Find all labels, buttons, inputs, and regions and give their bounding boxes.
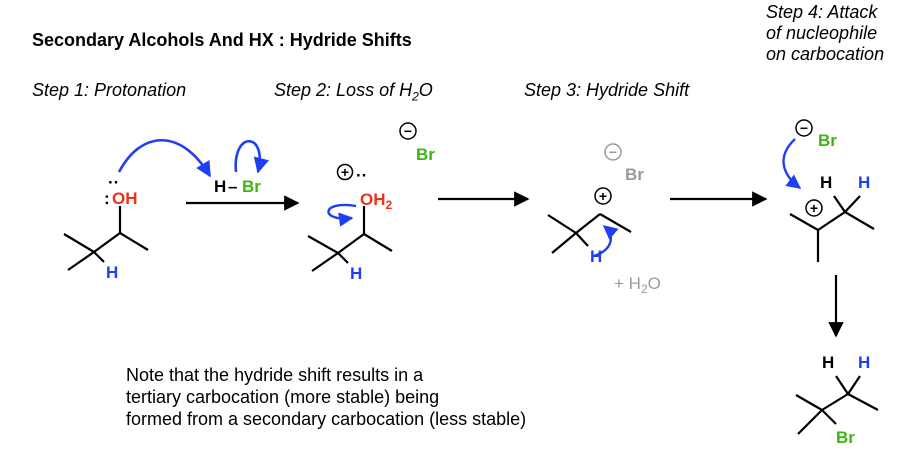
oxonium-lone-pair: ·· <box>356 166 367 185</box>
hbr-bond: – <box>228 177 237 196</box>
water-leaving-arrow <box>327 203 357 227</box>
step-4-line-2: of nucleophile <box>766 23 878 43</box>
product-skeleton <box>795 375 879 435</box>
step-2-text: Step 2: Loss of H <box>274 80 413 100</box>
note-line-3: formed from a secondary carbocation (les… <box>126 409 527 429</box>
note-line-2: tertiary carbocation (more stable) being <box>126 387 440 407</box>
secondary-carbocation: + H <box>547 187 632 266</box>
oxonium-skeleton <box>307 206 393 272</box>
step-3-label: Step 3: Hydride Shift <box>524 80 690 100</box>
gray-bromide-symbol: Br <box>625 165 644 184</box>
step-2-suffix: O <box>418 80 433 100</box>
gray-bromide-minus-sign: − <box>609 144 617 160</box>
step-4-label: Step 4: Attack of nucleophile on carboca… <box>766 2 884 65</box>
bromide-charge-circle <box>399 122 417 140</box>
step-4-line-1: Step 4: Attack <box>766 2 878 22</box>
nucleophile-minus-sign: − <box>800 120 808 136</box>
carbocation-plus-sign: + <box>599 188 607 204</box>
step-4-line-3: on carbocation <box>766 44 885 64</box>
oxonium-oh2: OH2 <box>360 190 393 212</box>
step-2-label: Step 2: Loss of H2O <box>274 80 433 108</box>
tertiary-plus-sign: + <box>810 200 818 216</box>
step-2-subscript: 2 <box>412 89 419 104</box>
alcohol-lone-pair-left: : <box>104 189 110 208</box>
nucleophilic-attack-arrow <box>782 138 802 189</box>
product-hydrogen-blue: H <box>858 353 870 372</box>
step-1-label: Step 1: Protonation <box>32 80 187 100</box>
bromide-minus-sign: − <box>404 123 412 139</box>
alkyl-bromide-product: H H Br <box>795 353 879 447</box>
oxonium-hydrogen: H <box>350 264 362 283</box>
bromide-ion-step-2: − Br <box>399 122 435 164</box>
hydride-shift-arrow <box>593 225 619 258</box>
nucleophile-charge-circle <box>795 119 813 137</box>
tertiary-carbocation: + H H <box>789 173 875 262</box>
tertiary-charge-circle <box>805 199 823 217</box>
hbr-hydrogen: H <box>214 177 226 196</box>
tertiary-hydrogen-blue: H <box>858 173 870 192</box>
carbocation-skeleton <box>547 213 632 254</box>
oxonium-plus-sign: + <box>341 164 349 180</box>
protonation-curved-arrow <box>117 138 212 178</box>
alcohol-hydrogen: H <box>106 263 118 282</box>
hbr-bromine: Br <box>242 177 261 196</box>
hbr-bond-breaking-arrow <box>234 140 269 174</box>
tertiary-hydrogen-black: H <box>820 173 832 192</box>
diagram-title: Secondary Alcohols And HX : Hydride Shif… <box>32 30 412 50</box>
alcohol-oh: OH <box>112 189 138 208</box>
nucleophile-symbol: Br <box>818 131 837 150</box>
alcohol-lone-pair-top: ·· <box>108 173 119 192</box>
oxonium-charge-circle <box>336 163 354 181</box>
product-bromine: Br <box>836 428 855 447</box>
hydride-shift-note: Note that the hydride shift results in a… <box>126 364 686 430</box>
oxonium-molecule: + ·· OH2 H <box>307 163 393 283</box>
alcohol-molecule: : ·· OH H <box>63 173 149 282</box>
hbr-molecule: H – Br <box>214 140 269 196</box>
water-byproduct: + H2O <box>614 274 661 296</box>
bromide-ion-step-3: − Br <box>604 143 644 184</box>
alcohol-skeleton <box>63 206 149 271</box>
product-hydrogen-black: H <box>822 353 834 372</box>
tertiary-carbocation-skeleton <box>789 195 875 262</box>
note-line-1: Note that the hydride shift results in a <box>126 365 424 385</box>
bromide-symbol: Br <box>416 145 435 164</box>
bromide-ion-step-4: − Br <box>782 119 837 189</box>
carbocation-charge-circle <box>594 187 612 205</box>
gray-bromide-charge-circle <box>604 143 622 161</box>
